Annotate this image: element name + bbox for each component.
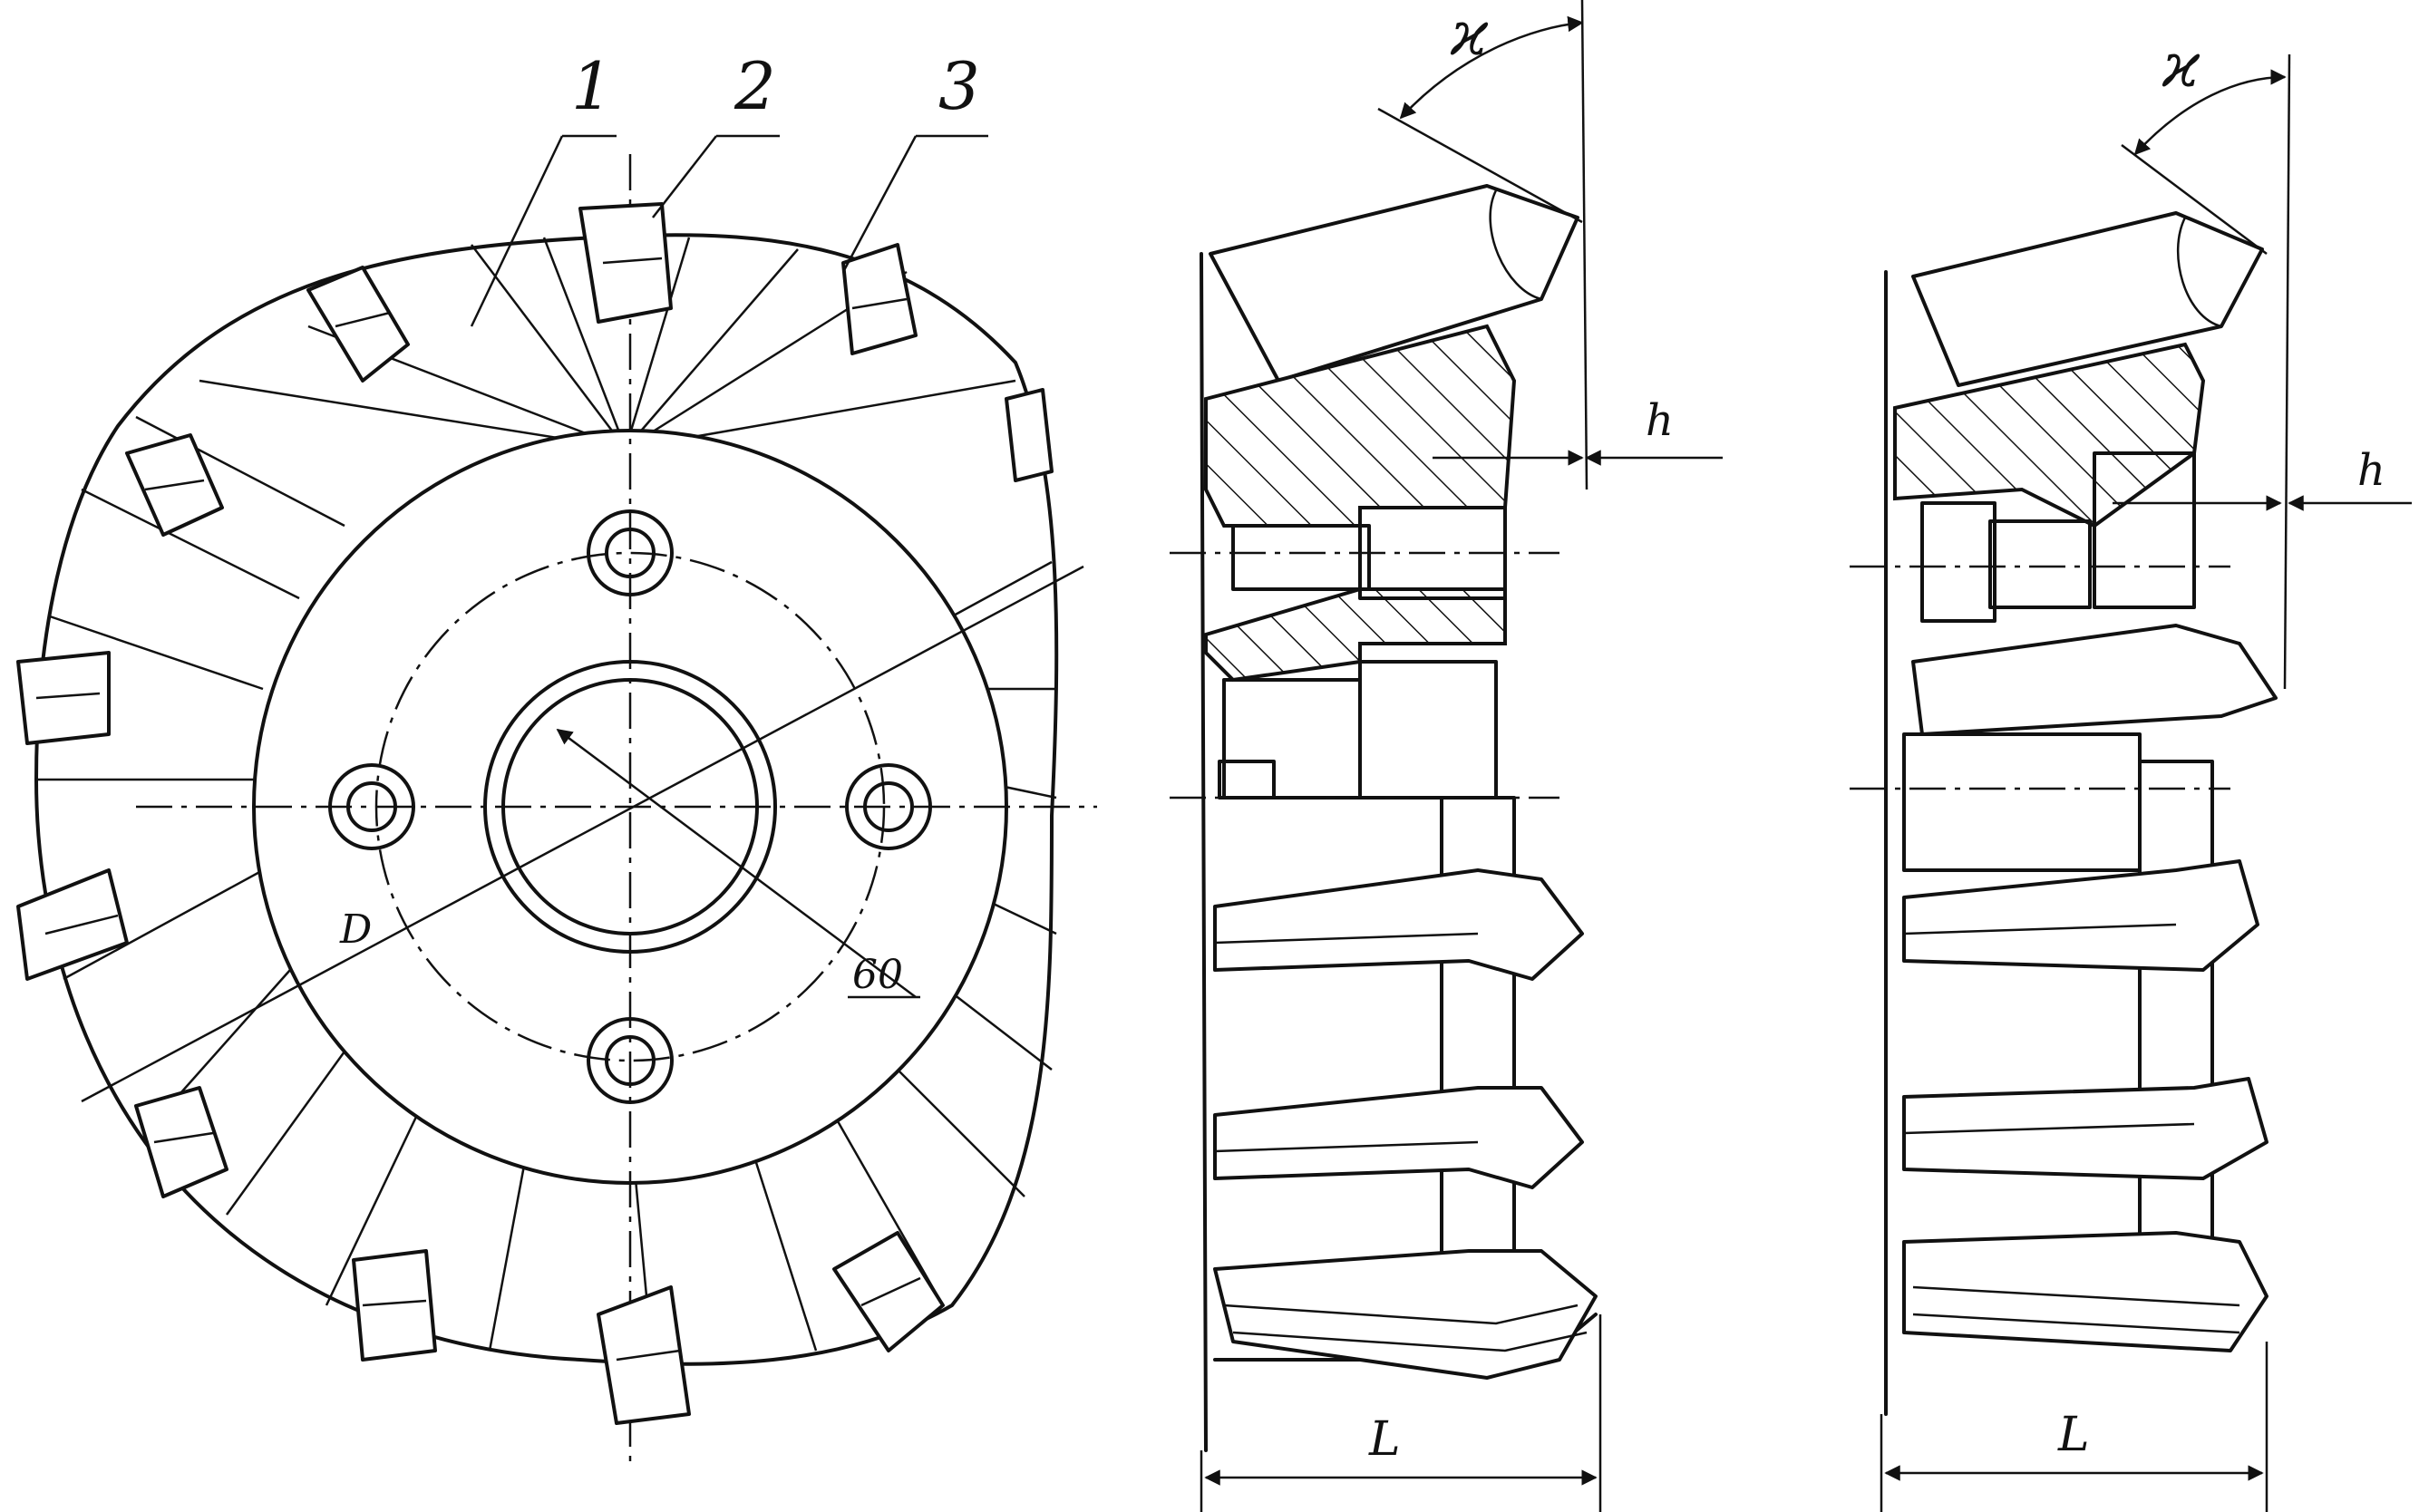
section-hatch-lower <box>1204 587 1507 683</box>
label-length-mid: L <box>1368 1412 1401 1467</box>
leader-3 <box>841 135 918 273</box>
label-part-1: 1 <box>571 48 613 124</box>
top-insert-right <box>1911 211 2264 387</box>
section-hatch-right <box>1893 342 2206 528</box>
label-length-right: L <box>2057 1408 2090 1462</box>
diameter-line <box>81 565 1084 1103</box>
bore-dimension-line <box>556 728 917 999</box>
label-angle-right: ϰ <box>2162 31 2200 101</box>
leader-2 <box>652 135 717 218</box>
cutting-inserts <box>16 202 1054 1425</box>
label-bore: 60 <box>852 952 903 998</box>
section-teeth-1 <box>1213 868 1598 1380</box>
top-insert <box>1209 184 1579 383</box>
label-h-right: h <box>2357 445 2385 496</box>
section-view-2: ϰ h L <box>1850 31 2412 1512</box>
label-diameter: D <box>339 906 372 953</box>
label-part-3: 3 <box>938 48 980 124</box>
section-view-1: ϰ h L <box>1170 0 1723 1512</box>
front-view: 1 2 3 D 60 <box>16 48 1097 1468</box>
label-angle-mid: ϰ <box>1450 0 1489 69</box>
leader-1 <box>470 135 564 327</box>
label-part-2: 2 <box>733 48 776 124</box>
label-h-mid: h <box>1646 395 1674 446</box>
